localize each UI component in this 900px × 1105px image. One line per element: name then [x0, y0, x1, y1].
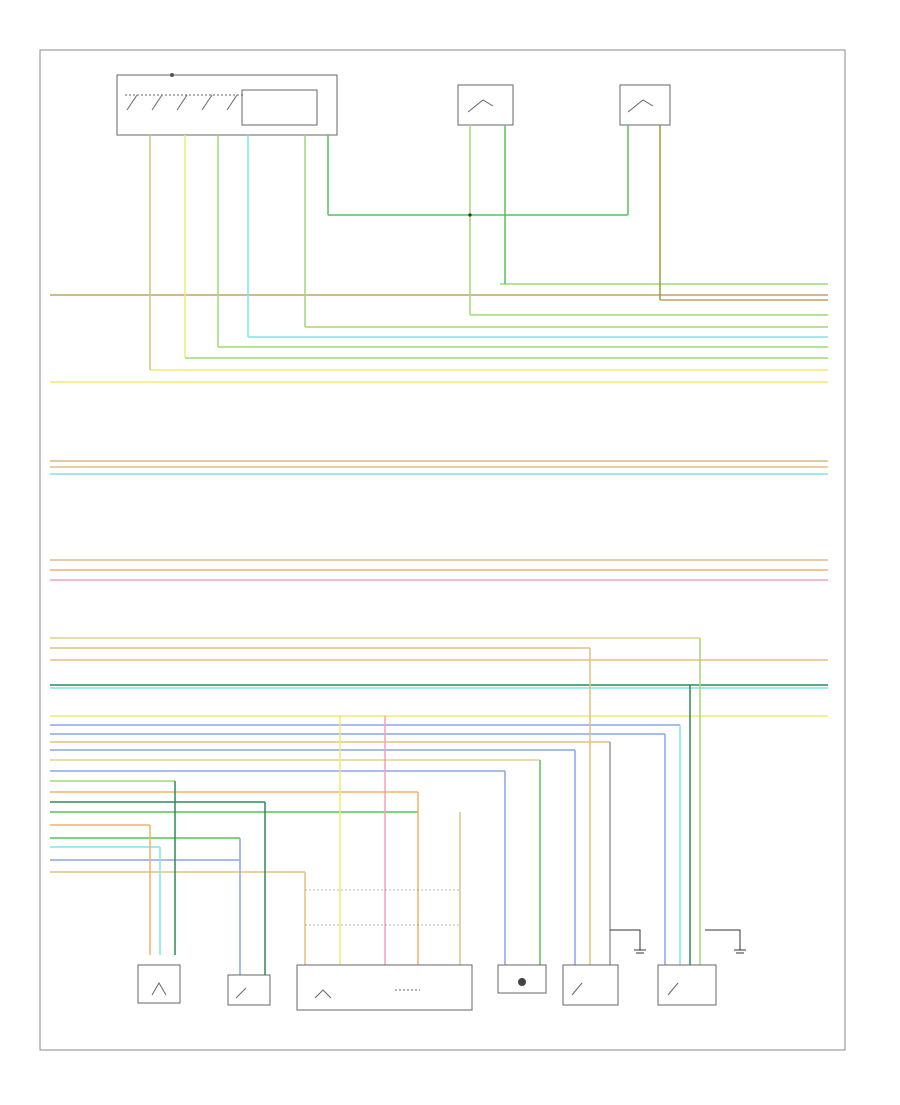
connector-dot-icon [170, 73, 174, 77]
temp-sensor [137, 964, 181, 1004]
switch-assembly [116, 73, 338, 136]
upper-wire-harness [50, 125, 828, 383]
ground-lead-1 [610, 929, 641, 950]
lower-wire-harness [50, 637, 828, 975]
splice-dot-icon [468, 213, 472, 217]
ignition-coil-1 [562, 964, 619, 1006]
throttle-body [296, 964, 473, 1011]
relay-coil-icon [518, 978, 526, 986]
ground-lead-2 [705, 929, 741, 950]
ignition-coil-2 [657, 964, 717, 1006]
diagram-frame [39, 49, 846, 1051]
top-sensor-1 [457, 84, 514, 126]
ground-symbol-1-icon [634, 949, 646, 954]
relay [497, 964, 547, 994]
ground-symbol-2-icon [734, 949, 746, 954]
middle-wire-harness [50, 460, 828, 581]
top-sensor-2 [619, 84, 671, 126]
position-sensor [227, 974, 271, 1006]
